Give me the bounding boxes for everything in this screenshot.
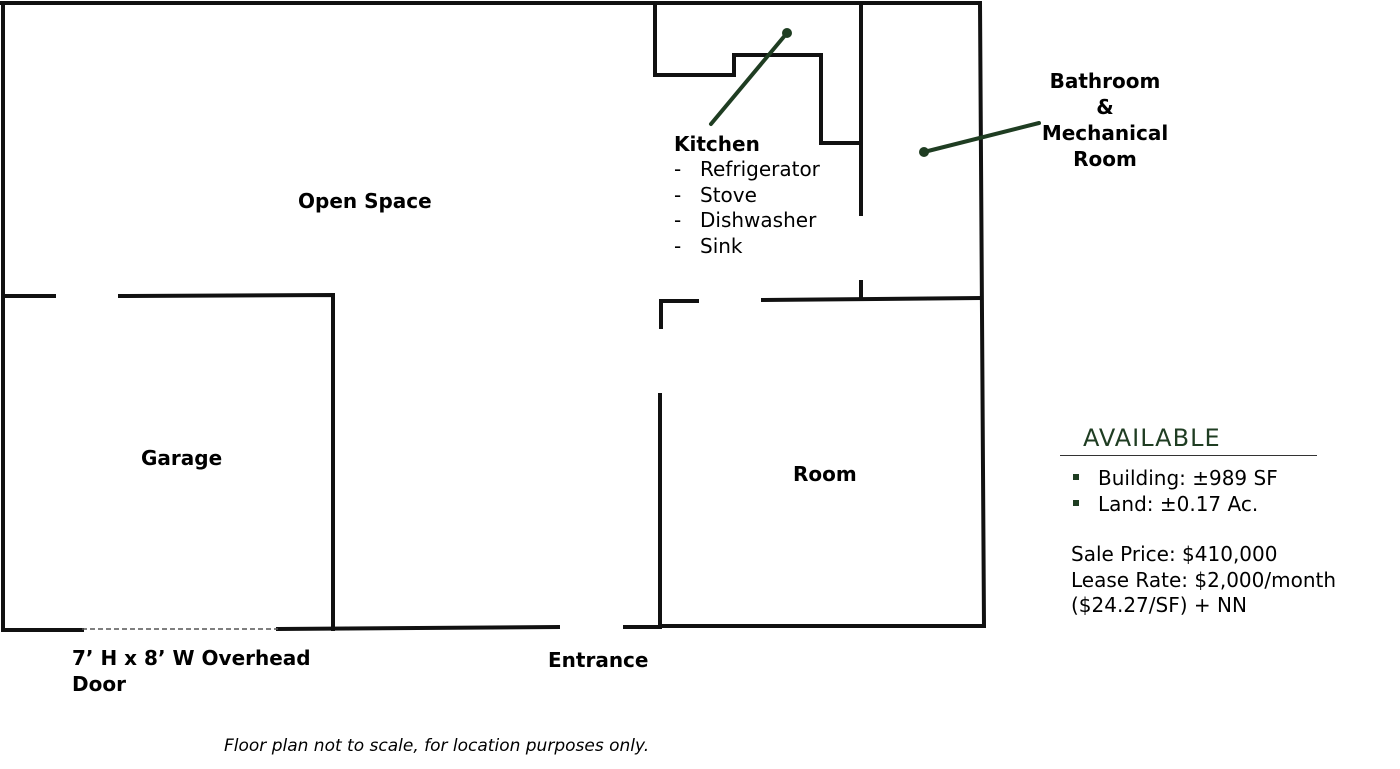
kitchen-item: Dishwasher [674,208,820,234]
stat-item: Land: ±0.17 Ac. [1072,491,1278,517]
kitchen-pointer-dot [782,28,792,38]
bathroom-label-line: & [1096,95,1114,119]
overhead-door-label-line: Door [72,672,126,696]
stat-item: Building: ±989 SF [1072,465,1278,491]
callouts [709,28,1041,157]
available-heading: AVAILABLE [1083,424,1221,452]
overhead-door-label-line: 7’ H x 8’ W Overhead [72,646,311,670]
open-space-label: Open Space [298,189,432,213]
bathroom-label-line: Mechanical [1041,121,1169,145]
bathroom-label-line: Bathroom [1049,69,1161,93]
sale-price: Sale Price: $410,000 [1071,542,1278,566]
garage-label: Garage [141,446,223,470]
room-wall-top-right [760,295,983,303]
lease-rate-detail: ($24.27/SF) + NN [1071,593,1247,617]
kitchen-item: Refrigerator [674,157,820,183]
property-stats-list: Building: ±989 SF Land: ±0.17 Ac. [1072,465,1278,517]
room-wall-top-left [659,299,699,329]
bathroom-pointer-dot [919,147,929,157]
kitchen-appliance-list: Refrigerator Stove Dishwasher Sink [674,157,820,259]
square-bullet-icon [1073,474,1079,480]
walls [0,1,987,632]
kitchen-pointer-line [709,31,789,126]
outer-wall-top-right [0,1,987,628]
kitchen-title: Kitchen [674,132,760,156]
available-divider [1060,455,1317,456]
pricing-block: Sale Price: $410,000 Lease Rate: $2,000/… [1071,542,1336,619]
room-label: Room [793,462,857,486]
square-bullet-icon [1073,500,1079,506]
kitchen-item: Sink [674,234,820,260]
bathroom-label-line: Room [1073,147,1137,171]
kitchen-item: Stove [674,183,820,209]
lease-rate: Lease Rate: $2,000/month [1071,567,1337,592]
outer-wall-bottom-middle [275,624,561,632]
bathroom-pointer-line [922,121,1041,154]
overhead-door-label: 7’ H x 8’ W Overhead Door [72,645,311,697]
bathroom-label: Bathroom & Mechanical Room [1040,68,1170,172]
stat-text: Building: ±989 SF [1098,466,1278,490]
garage-wall-top-right [117,292,335,631]
kitchen-cabinets [653,1,863,145]
footnote: Floor plan not to scale, for location pu… [224,736,650,756]
stat-text: Land: ±0.17 Ac. [1098,492,1259,516]
entrance-label: Entrance [548,648,649,672]
